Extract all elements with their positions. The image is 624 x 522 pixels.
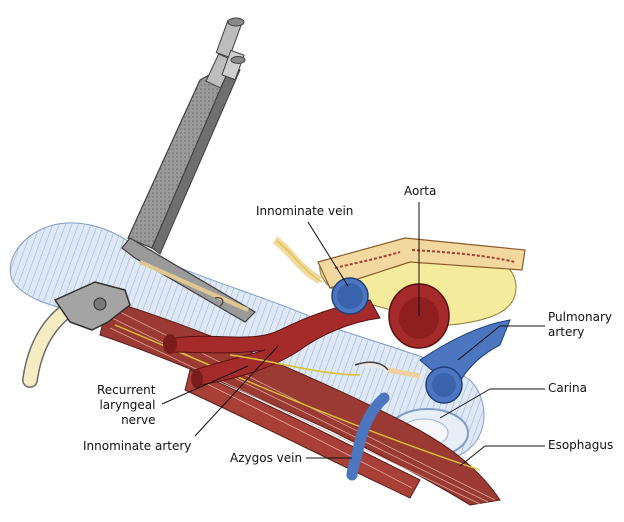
pulmonary-artery-label: Pulmonary artery [548,310,612,339]
esophagus-label: Esophagus [548,438,614,452]
innominate-vein [331,277,369,315]
azygos-vein-label: Azygos vein [230,451,303,465]
innominate-artery [163,299,381,388]
biopsy-forceps [354,361,421,379]
pulmonary-artery-leader-b [457,325,501,361]
innominate-vein-label: Innominate vein [256,204,354,218]
pulmonary-artery [419,319,511,404]
esophagus-leader-b [459,445,486,467]
recurrent-laryngeal-nerve-label: Recurrent laryngeal nerve [97,383,156,427]
recurrent-laryngeal-nerve-leader [161,365,249,405]
mediastinoscope [53,17,256,331]
vein-sheath [272,236,322,284]
azygos-vein [346,392,390,481]
leader-lines [161,202,545,467]
muscle-band [184,369,421,499]
recurrent-laryngeal-nerve [229,354,361,376]
aorta-label: Aorta [404,184,437,198]
carina-label: Carina [548,381,587,395]
innominate-artery-leader [194,345,279,437]
vagus-nerve [276,240,323,283]
innominate-artery-label: Innominate artery [83,439,192,453]
innominate-vein-leader [307,221,349,287]
carina-leader-b [439,388,491,419]
